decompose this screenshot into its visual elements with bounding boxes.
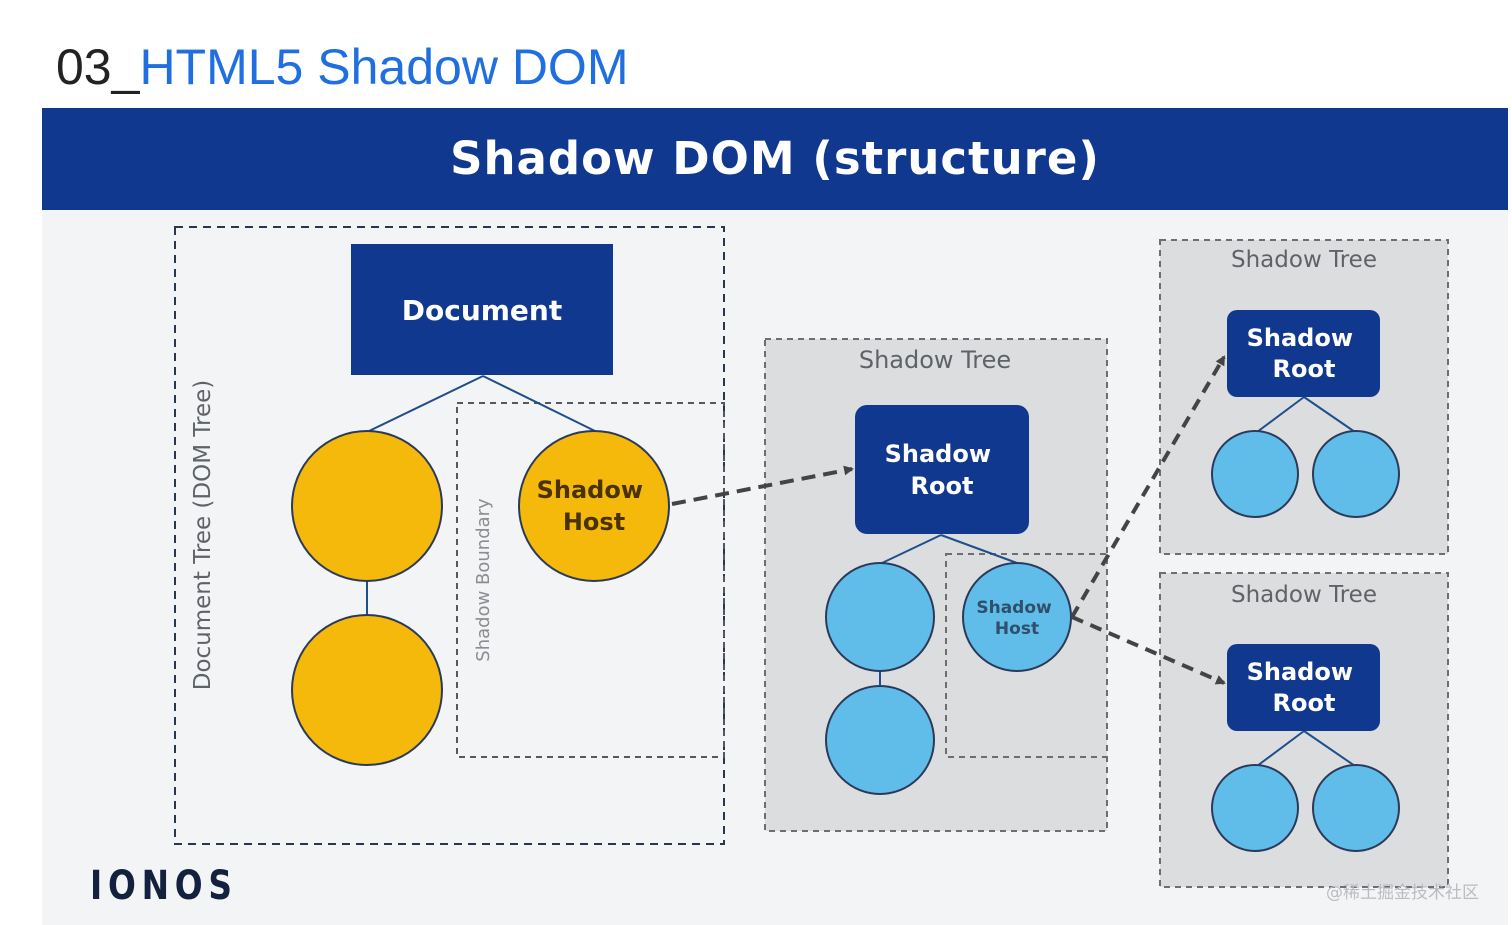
shadow-host-label: Shadow Host — [537, 476, 652, 536]
shadow-node-blue — [1312, 430, 1400, 518]
shadow-host-node — [518, 430, 670, 582]
nested-shadow-host-label: Shadow Host — [976, 598, 1057, 639]
shadow-root-node — [1227, 310, 1380, 397]
banner-title: Shadow DOM (structure) — [42, 108, 1508, 210]
shadow-node-blue — [825, 562, 935, 672]
attach-arrow — [1070, 355, 1226, 619]
attach-arrow — [1071, 615, 1226, 685]
shadow-tree-label: Shadow Tree — [859, 346, 1011, 374]
nested-shadow-host-node — [962, 562, 1072, 672]
shadow-node-blue — [1312, 764, 1400, 852]
shadow-root-label: Shadow Root — [1247, 324, 1362, 383]
shadow-root-label: Shadow Root — [885, 440, 1000, 500]
connector — [1303, 730, 1356, 767]
dom-node-yellow — [291, 614, 443, 766]
document-node-label: Document — [402, 294, 563, 327]
shadow-dom-diagram: Document Tree (DOM Tree) Shadow Boundary… — [174, 226, 1449, 888]
attach-arrow — [671, 465, 854, 506]
slide-number: 03_ — [56, 39, 140, 95]
ionos-logo: IONOS — [90, 863, 238, 909]
shadow-root-label: Shadow Root — [1247, 658, 1362, 717]
connector — [940, 534, 1018, 564]
connector — [1303, 396, 1356, 433]
document-tree-label: Document Tree (DOM Tree) — [190, 380, 216, 691]
document-node — [351, 244, 613, 375]
connector — [1256, 396, 1305, 433]
shadow-boundary-box — [456, 402, 725, 758]
shadow-tree-label: Shadow Tree — [1231, 247, 1377, 273]
shadow-node-blue — [1211, 430, 1299, 518]
shadow-tree-box — [1159, 239, 1449, 555]
dom-node-yellow — [291, 430, 443, 582]
connector — [482, 375, 596, 432]
connector — [368, 375, 484, 432]
shadow-root-node — [855, 405, 1029, 534]
shadow-root-node — [1227, 644, 1380, 731]
shadow-node-blue — [1211, 764, 1299, 852]
watermark: @稀土掘金技术社区 — [1326, 883, 1479, 903]
connector — [1256, 730, 1305, 767]
slide-title: 03_HTML5 Shadow DOM — [56, 36, 628, 98]
diagram-canvas: Document Tree (DOM Tree) Shadow Boundary… — [42, 210, 1508, 925]
shadow-tree-label: Shadow Tree — [1231, 582, 1377, 608]
shadow-boundary-label: Shadow Boundary — [473, 498, 494, 662]
nested-shadow-boundary-box — [945, 553, 1108, 758]
slide-heading: HTML5 Shadow DOM — [139, 39, 629, 95]
shadow-node-blue — [825, 685, 935, 795]
connector — [881, 534, 942, 564]
